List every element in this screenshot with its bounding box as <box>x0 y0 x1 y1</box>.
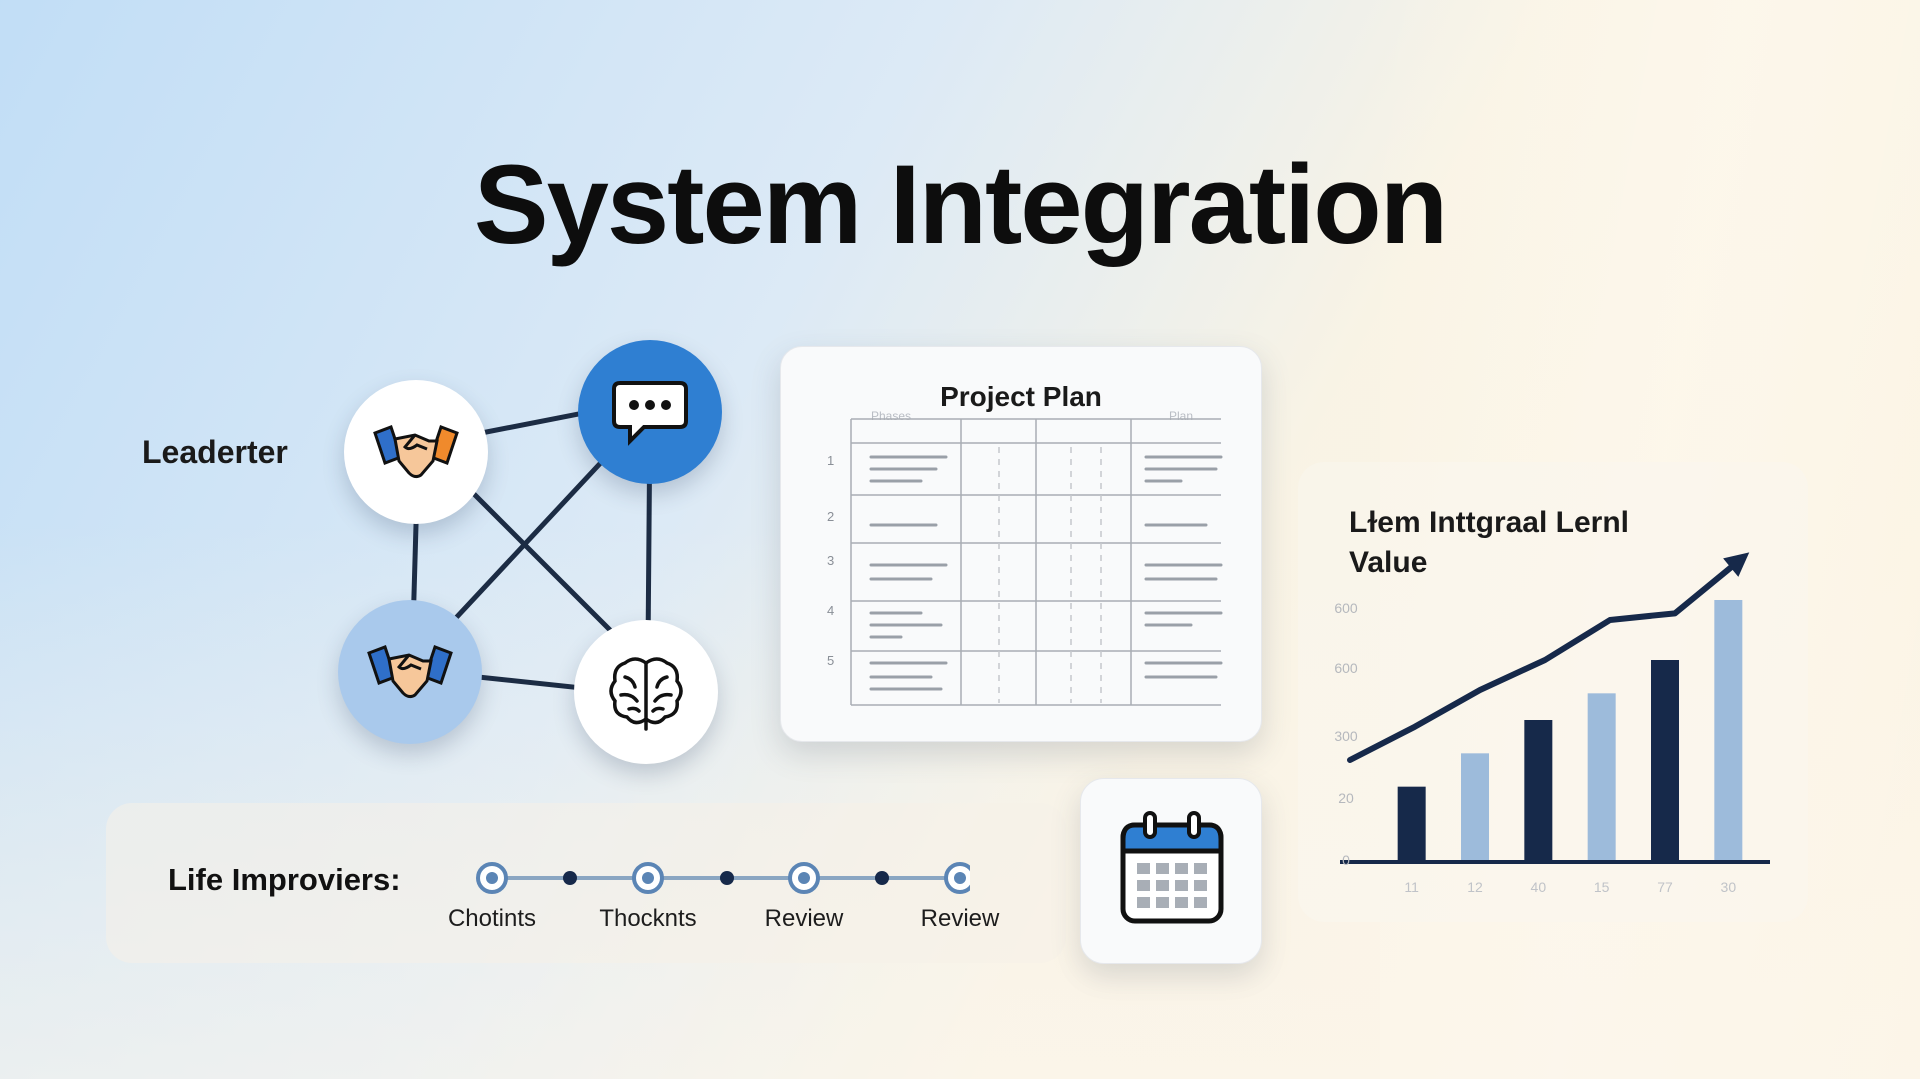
row-number: 4 <box>827 603 835 618</box>
network-label: Leaderter <box>142 434 288 470</box>
timeline-node <box>476 862 508 894</box>
bar-chart: 0 20 300 600 600 11 12 40 15 77 30 <box>1334 552 1770 895</box>
row-number: 3 <box>827 553 835 568</box>
chart-title: Lɫem Inttgraal Lernl Value <box>1349 503 1629 583</box>
x-tick-label: 77 <box>1657 879 1673 895</box>
y-tick-label: 0 <box>1342 852 1350 868</box>
y-tick-label: 300 <box>1334 728 1358 744</box>
chart-title-line: Value <box>1349 546 1428 579</box>
x-tick-label: 11 <box>1404 879 1419 895</box>
timeline-step: Review <box>764 905 844 932</box>
chart-bar <box>1461 753 1489 860</box>
timeline-label: Life Improviers: <box>168 862 401 897</box>
trend-arrowhead <box>1723 552 1750 577</box>
chart-bar <box>1651 660 1679 860</box>
handshake-icon <box>373 425 459 479</box>
y-tick-label: 20 <box>1338 790 1354 806</box>
row-number: 2 <box>827 509 835 524</box>
chart-bar <box>1714 600 1743 860</box>
network-diagram <box>330 330 750 770</box>
row-number: 5 <box>827 653 835 668</box>
timeline-panel <box>106 803 1066 963</box>
y-tick-label: 600 <box>1334 600 1358 616</box>
calendar-card <box>1080 778 1262 964</box>
timeline-step: Thocknts <box>599 905 697 932</box>
chat-bubble-icon <box>612 381 688 446</box>
chart-bar <box>1524 720 1553 860</box>
brain-node <box>574 620 718 764</box>
project-plan-card: Project Plan Phases Plan <box>780 346 1262 742</box>
y-tick-label: 600 <box>1334 660 1358 676</box>
handshake-icon <box>367 645 453 699</box>
handshake-node-blue <box>338 600 482 744</box>
x-tick-label: 15 <box>1594 879 1610 895</box>
chat-node <box>578 340 722 484</box>
project-plan-title: Project Plan <box>940 381 1102 412</box>
chart-title-line: Lɫem Inttgraal Lernl <box>1349 506 1630 539</box>
page-title: System Integration <box>473 142 1448 267</box>
timeline-track <box>476 862 970 894</box>
x-tick-label: 40 <box>1531 879 1547 895</box>
brain-icon <box>609 657 683 731</box>
x-tick-label: 30 <box>1721 879 1737 895</box>
chart-bar <box>1587 693 1616 860</box>
plan-table-grid <box>850 418 1223 706</box>
row-number: 1 <box>827 453 835 468</box>
handshake-node <box>344 380 488 524</box>
chart-bar <box>1397 786 1426 860</box>
timeline-step: Chotints <box>447 905 537 932</box>
trend-line <box>1347 557 1743 763</box>
calendar-icon <box>1120 811 1224 924</box>
x-tick-label: 12 <box>1467 879 1483 895</box>
timeline-step: Review <box>920 905 1000 932</box>
